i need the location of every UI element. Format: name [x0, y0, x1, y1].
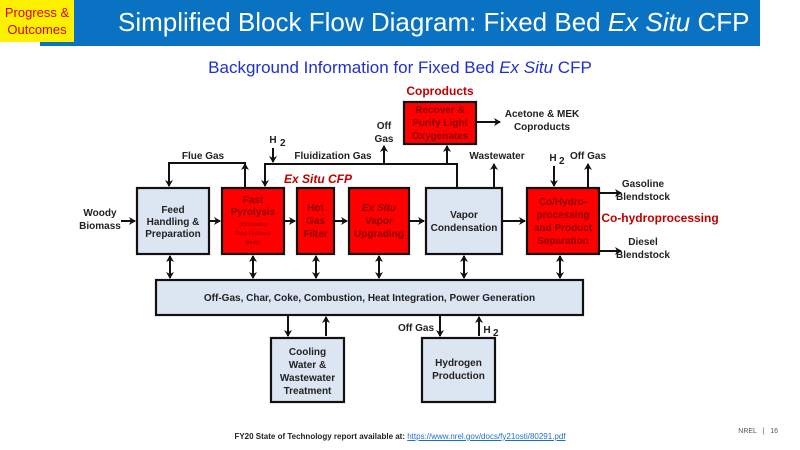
svg-text:2: 2	[493, 328, 499, 339]
block-cohydroprocessing	[525, 186, 601, 256]
svg-text:Vapor: Vapor	[365, 216, 393, 227]
report-link[interactable]: https://www.nrel.gov/docs/fy21osti/80291…	[407, 432, 566, 441]
svg-text:Oxygenates: Oxygenates	[412, 131, 469, 142]
h2-label-bottom: H 2	[483, 325, 499, 339]
fluidization-gas-label: Fluidization Gas	[294, 151, 372, 162]
tag-line-2: Outcomes	[7, 22, 67, 37]
svg-text:Coproducts: Coproducts	[514, 122, 571, 133]
gasoline-label: Gasoline Blendstock	[616, 179, 670, 203]
org-label: NREL	[738, 428, 757, 435]
hot-gas-filter-text: Hot Gas Filter	[303, 203, 328, 240]
h2-label-right: H 2	[549, 153, 565, 167]
svg-text:Acetone & MEK: Acetone & MEK	[505, 109, 580, 120]
woody-biomass-label: Woody Biomass	[79, 208, 121, 232]
svg-text:Beds): Beds)	[246, 240, 261, 246]
svg-text:Dual Fluidized: Dual Fluidized	[236, 231, 271, 237]
vapor-upgrading-text: Ex Situ Vapor Upgrading	[354, 203, 404, 240]
diagram-subtitle: Background Information for Fixed Bed Ex …	[208, 58, 592, 77]
off-gas-top-label: Off Gas	[375, 121, 394, 145]
off-gas-right-label: Off Gas	[570, 151, 607, 162]
svg-text:Co/Hydro-: Co/Hydro-	[539, 197, 587, 208]
flue-gas-label: Flue Gas	[182, 151, 225, 162]
svg-text:Upgrading: Upgrading	[354, 229, 404, 240]
footer-note: FY20 State of Technology report availabl…	[0, 432, 800, 441]
svg-text:Gasoline: Gasoline	[622, 179, 665, 190]
svg-text:and Product: and Product	[534, 223, 593, 234]
utilities-text: Off-Gas, Char, Coke, Combustion, Heat In…	[204, 293, 535, 304]
flow-arrows	[121, 118, 622, 337]
svg-text:Hot: Hot	[307, 203, 324, 214]
block-vapor-condensation	[424, 186, 504, 256]
svg-text:H: H	[549, 153, 556, 164]
svg-text:Vapor: Vapor	[450, 210, 478, 221]
page-label: 16	[770, 428, 778, 435]
svg-text:Purify Light: Purify Light	[412, 118, 468, 129]
header-bar: Simplified Block Flow Diagram: Fixed Bed…	[40, 0, 760, 46]
h2-label-top: H 2	[269, 135, 286, 149]
svg-text:Hydrogen: Hydrogen	[435, 358, 482, 369]
acetone-label: Acetone & MEK Coproducts	[505, 109, 580, 133]
svg-text:2: 2	[280, 138, 286, 149]
svg-text:Preparation: Preparation	[145, 229, 201, 240]
svg-text:H: H	[269, 135, 276, 146]
slide-title: Simplified Block Flow Diagram: Fixed Bed…	[118, 7, 750, 37]
arrow-flue-gas	[165, 162, 246, 188]
svg-text:Biomass: Biomass	[79, 221, 121, 232]
hydrogen-text: Hydrogen Production	[432, 358, 485, 382]
svg-text:Water &: Water &	[289, 360, 326, 371]
svg-text:Fast: Fast	[243, 195, 264, 206]
svg-text:Separation: Separation	[537, 236, 589, 247]
diesel-label: Diesel Blendstock	[616, 237, 670, 261]
svg-text:2: 2	[559, 156, 565, 167]
off-gas-bottom-label: Off Gas	[398, 323, 435, 334]
svg-text:Pyrolysis: Pyrolysis	[231, 207, 276, 218]
svg-text:Filter: Filter	[303, 229, 328, 240]
pyrolysis-text: Fast Pyrolysis (Circulating Dual Fluidiz…	[231, 195, 276, 246]
svg-text:Condensation: Condensation	[431, 223, 498, 234]
svg-text:Diesel: Diesel	[628, 237, 658, 248]
block-utilities	[154, 278, 585, 317]
footer-text: FY20 State of Technology report availabl…	[234, 432, 408, 441]
svg-text:Off: Off	[377, 121, 392, 132]
block-cooling-water	[269, 336, 346, 404]
svg-text:Woody: Woody	[83, 208, 117, 219]
co-hydroprocessing-label: Co-hydroprocessing	[601, 211, 718, 225]
ex-situ-cfp-label: Ex Situ CFP	[284, 172, 353, 186]
svg-text:Cooling: Cooling	[289, 347, 326, 358]
tag-line-1: Progress &	[4, 5, 70, 20]
coproducts-heading: Coproducts	[406, 84, 474, 98]
feed-text: Feed Handling & Preparation	[145, 205, 201, 240]
svg-text:Handling &: Handling &	[147, 217, 200, 228]
svg-text:Gas: Gas	[375, 134, 394, 145]
svg-text:Production: Production	[432, 371, 485, 382]
cohydroprocessing-text: Co/Hydro- processing and Product Separat…	[534, 197, 593, 247]
progress-outcomes-tag: Progress & Outcomes	[0, 0, 74, 42]
svg-text:H: H	[483, 325, 490, 336]
svg-text:processing: processing	[536, 210, 589, 221]
svg-text:Wastewater: Wastewater	[280, 373, 335, 384]
svg-text:Treatment: Treatment	[284, 386, 332, 397]
svg-text:Blendstock: Blendstock	[616, 250, 670, 261]
svg-text:(Circulating: (Circulating	[239, 222, 267, 228]
vapor-condensation-text: Vapor Condensation	[431, 210, 498, 234]
block-feed-handling	[135, 186, 211, 256]
wastewater-label: Wastewater	[469, 151, 524, 162]
svg-text:Ex Situ: Ex Situ	[362, 203, 396, 214]
block-hydrogen-production	[420, 336, 497, 404]
svg-text:Feed: Feed	[161, 205, 184, 216]
block-hot-gas-filter	[295, 186, 336, 256]
recover-oxygenates-text: Recover & Purify Light Oxygenates	[412, 105, 469, 142]
cooling-text: Cooling Water & Wastewater Treatment	[280, 347, 335, 397]
svg-text:Gas: Gas	[306, 216, 325, 227]
page-number: NREL | 16	[738, 428, 778, 435]
svg-text:Blendstock: Blendstock	[616, 192, 670, 203]
svg-text:Recover &: Recover &	[415, 105, 464, 116]
arrow-fluidization-gas	[261, 163, 458, 188]
